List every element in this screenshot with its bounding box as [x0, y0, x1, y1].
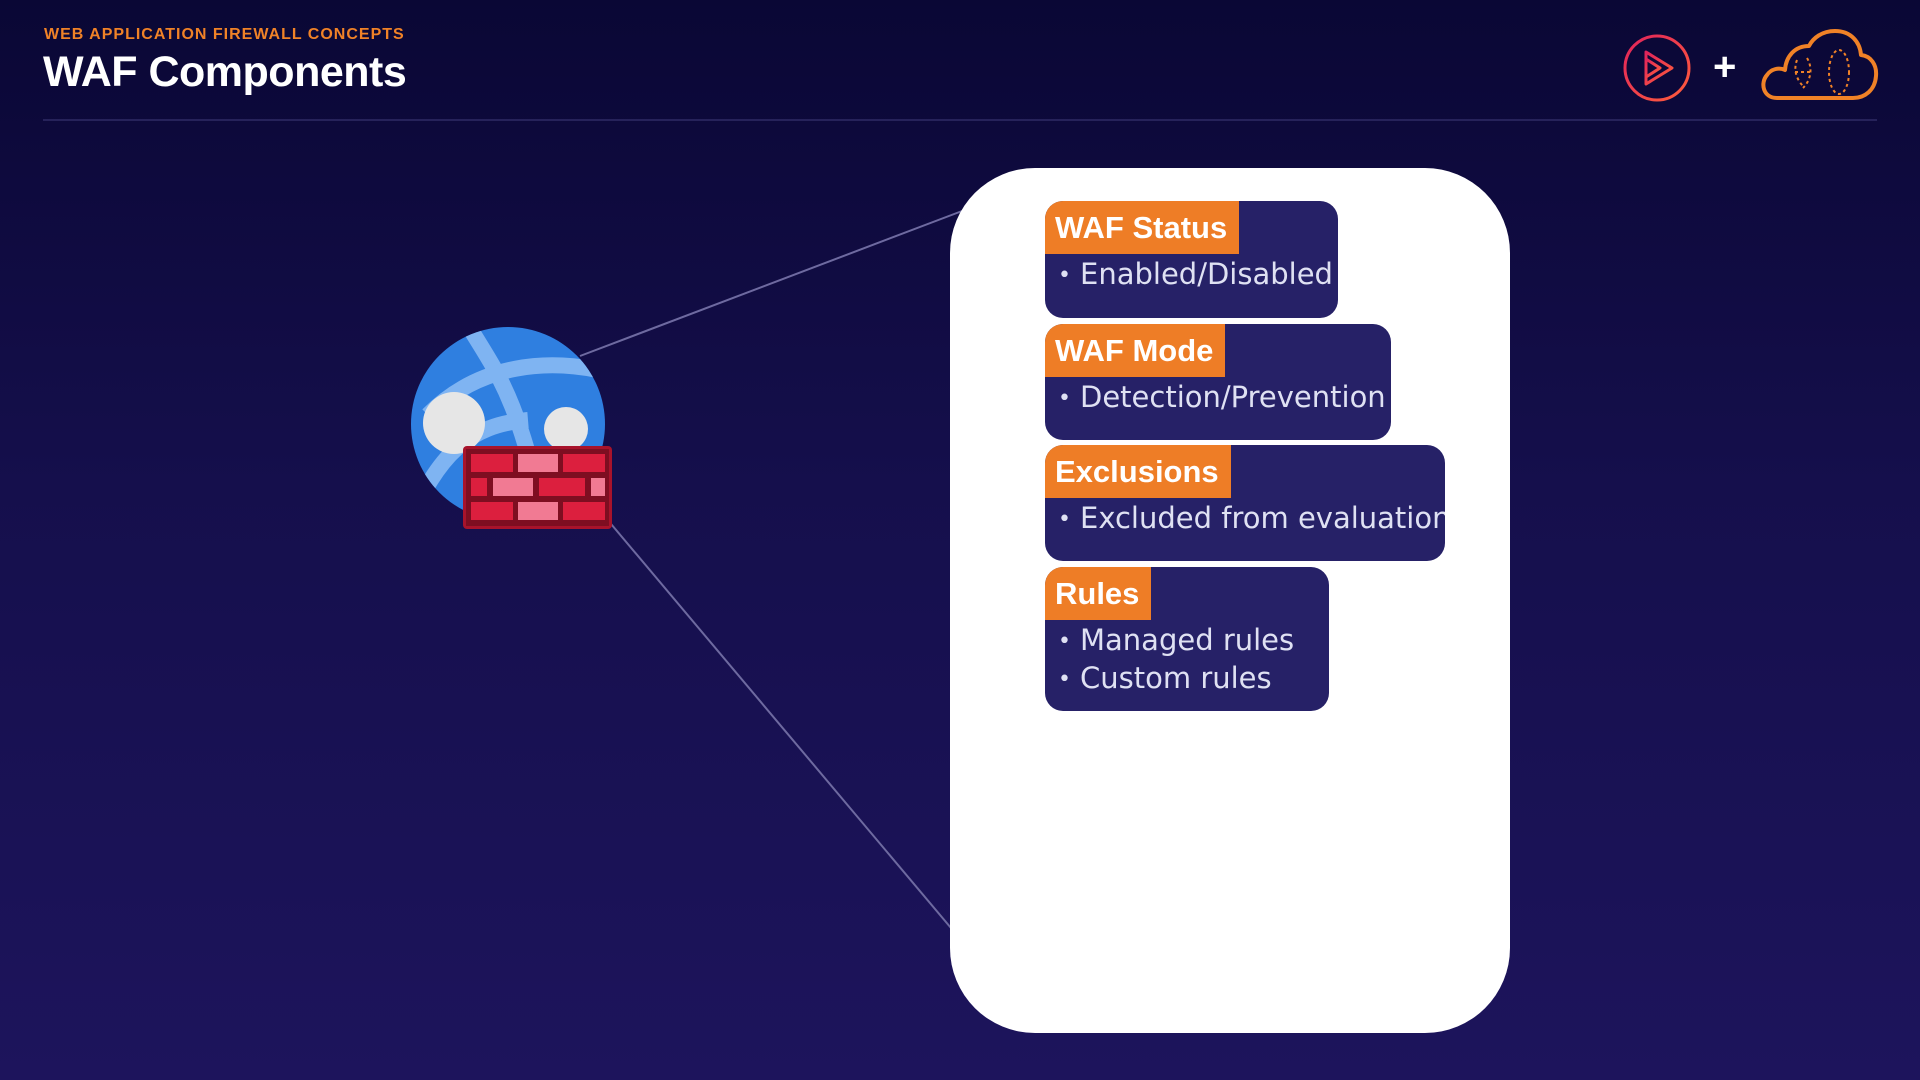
- list-item-text: Enabled/Disabled: [1080, 257, 1333, 291]
- card-title: Rules: [1045, 567, 1152, 620]
- page-title: WAF Components: [43, 48, 407, 96]
- bullet-icon: •: [1058, 629, 1071, 654]
- list-item: • Detection/Prevention: [1053, 379, 1386, 417]
- connector-top: [579, 207, 971, 357]
- connector-bottom: [605, 517, 952, 929]
- web-app-firewall-icon: [411, 327, 612, 529]
- card-title: WAF Mode: [1045, 324, 1226, 377]
- list-item: • Custom rules: [1053, 660, 1317, 698]
- card-list: • Enabled/Disabled: [1045, 254, 1338, 306]
- card-exclusions: Exclusions • Excluded from evaluation: [1045, 445, 1445, 561]
- list-item: • Excluded from evaluation: [1053, 500, 1445, 538]
- list-item: • Managed rules: [1053, 622, 1317, 660]
- card-waf-status: WAF Status • Enabled/Disabled: [1045, 201, 1338, 318]
- card-list: • Detection/Prevention: [1045, 377, 1391, 429]
- list-item: • Enabled/Disabled: [1053, 256, 1333, 294]
- header-divider: [43, 119, 1877, 121]
- section-eyebrow: WEB APPLICATION FIREWALL CONCEPTS: [44, 26, 405, 43]
- card-title: WAF Status: [1045, 201, 1240, 254]
- list-item-text: Managed rules: [1080, 623, 1295, 657]
- bullet-icon: •: [1058, 507, 1071, 532]
- list-item-text: Detection/Prevention: [1080, 380, 1386, 414]
- bullet-icon: •: [1058, 386, 1071, 411]
- cloud-logo-icon: [1761, 29, 1879, 100]
- card-list: • Managed rules • Custom rules: [1045, 620, 1329, 710]
- play-logo-icon: [1623, 34, 1691, 102]
- bullet-icon: •: [1058, 263, 1071, 288]
- list-item-text: Excluded from evaluation: [1080, 501, 1445, 535]
- bullet-icon: •: [1058, 667, 1071, 692]
- list-item-text: Custom rules: [1080, 661, 1272, 695]
- card-rules: Rules • Managed rules • Custom rules: [1045, 567, 1329, 711]
- card-title: Exclusions: [1045, 445, 1231, 498]
- card-list: • Excluded from evaluation: [1045, 498, 1445, 550]
- card-waf-mode: WAF Mode • Detection/Prevention: [1045, 324, 1391, 440]
- plus-separator: +: [1713, 45, 1737, 89]
